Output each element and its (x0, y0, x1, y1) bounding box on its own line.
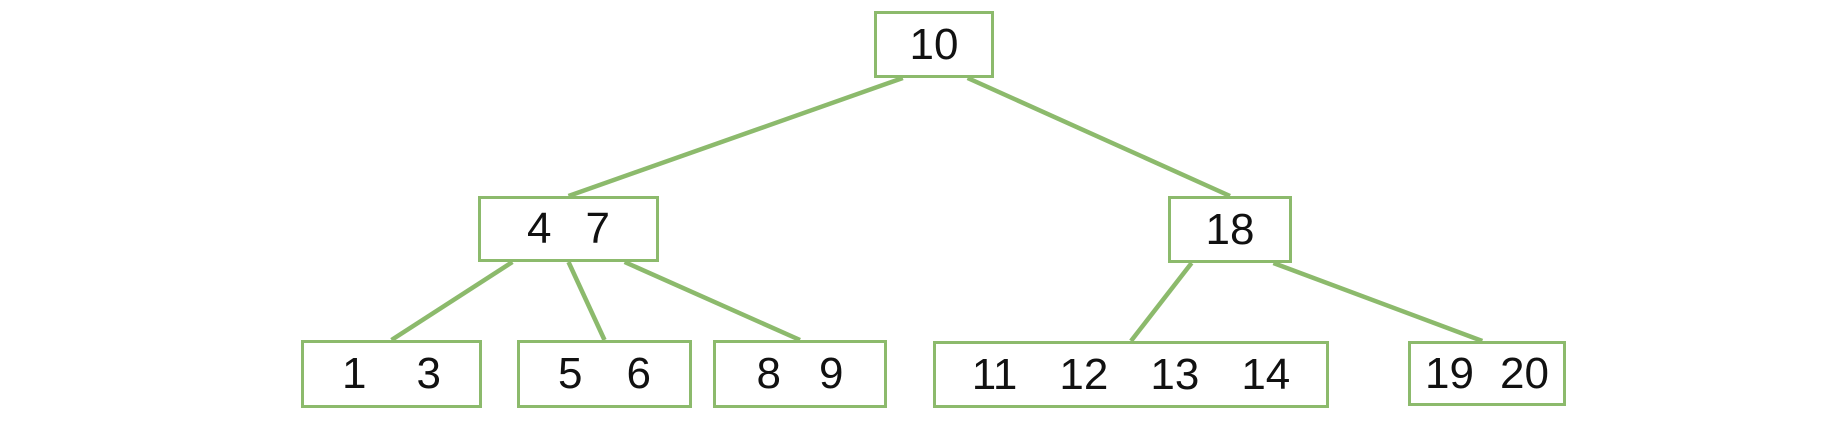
tree-node-18: 18 (1168, 196, 1292, 263)
node-key: 18 (1205, 204, 1255, 254)
node-key: 4 (527, 204, 552, 253)
tree-edge-18-to-11-12-13-14 (1129, 261, 1194, 343)
node-key: 10 (909, 19, 959, 69)
tree-edge-10-to-4-7 (567, 75, 904, 199)
node-key: 20 (1500, 348, 1549, 398)
node-key: 8 (756, 349, 781, 398)
node-key: 7 (585, 204, 610, 253)
tree-edge-4-7-to-5-6 (566, 261, 607, 341)
tree-edge-10-to-18 (966, 75, 1231, 199)
node-key: 3 (416, 349, 441, 398)
node-key: 13 (1150, 349, 1200, 399)
node-key: 5 (558, 349, 583, 398)
node-key: 6 (626, 349, 651, 398)
node-key: 14 (1241, 349, 1291, 399)
node-key: 19 (1425, 348, 1474, 398)
node-key: 11 (971, 349, 1018, 399)
tree-edge-18-to-19-20 (1272, 260, 1484, 344)
tree-edge-4-7-to-1-3 (390, 260, 514, 342)
node-key: 1 (342, 349, 367, 398)
node-key: 12 (1059, 349, 1109, 399)
tree-node-11-12-13-14: 11 12 13 14 (933, 341, 1329, 408)
tree-node-10: 10 (874, 11, 994, 78)
tree-edge-4-7-to-8-9 (623, 259, 801, 343)
node-key: 9 (819, 349, 844, 398)
